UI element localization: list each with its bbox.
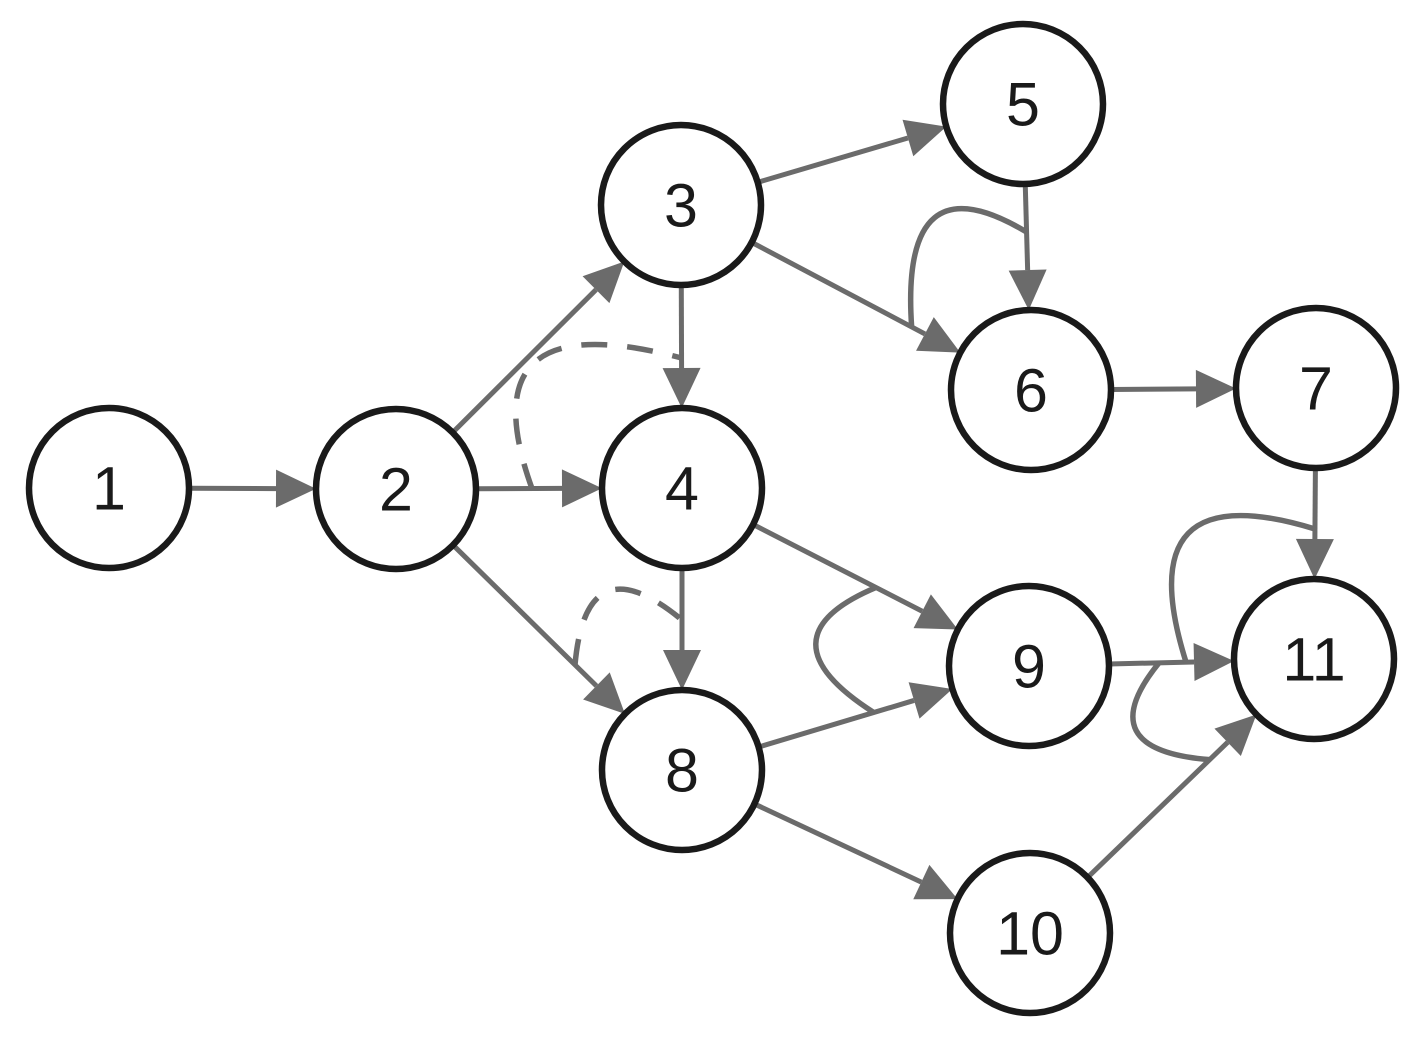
- node-circle-2: [312, 405, 480, 573]
- arrowhead-10-11: [1214, 714, 1257, 756]
- edge-4-9: [752, 522, 958, 630]
- join-arc-8-1-dashed: [572, 586, 684, 666]
- node-label-5: 5: [1006, 70, 1040, 138]
- node-label-2: 2: [379, 455, 413, 523]
- node-label-9: 9: [1012, 632, 1046, 700]
- node-circle-5: [939, 20, 1107, 188]
- node-circle-11: [1230, 575, 1398, 743]
- node-label-1: 1: [92, 454, 126, 522]
- node-3: 3: [597, 121, 765, 289]
- edge-10-11: [1085, 714, 1257, 880]
- arrowhead-7-11: [1295, 538, 1334, 580]
- arrowhead-2-4: [561, 469, 603, 508]
- node-6: 6: [947, 306, 1115, 474]
- node-2: 2: [312, 405, 480, 573]
- edge-6-7: [1110, 369, 1237, 408]
- node-5: 5: [939, 20, 1107, 188]
- node-circle-3: [597, 121, 765, 289]
- node-label-4: 4: [665, 454, 699, 522]
- edge-8-10: [753, 801, 958, 900]
- arrowhead-4-9: [913, 594, 958, 630]
- node-label-10: 10: [996, 899, 1064, 967]
- arrowhead-3-6: [916, 317, 961, 353]
- node-circle-6: [947, 306, 1115, 474]
- join-arc-9-3-solid: [813, 584, 878, 715]
- nodes-layer: 1 2 3 4 5 6 7 8 9 10 11: [25, 20, 1400, 1017]
- edge-2-8: [451, 543, 625, 714]
- node-circle-10: [946, 849, 1114, 1017]
- node-circle-4: [598, 404, 766, 572]
- node-8: 8: [598, 686, 766, 854]
- join-arc-11-4-solid: [1168, 512, 1316, 663]
- arrowhead-2-8: [583, 672, 625, 714]
- edge-3-6: [750, 240, 961, 353]
- node-circle-1: [25, 404, 193, 572]
- edge-4-8: [663, 568, 701, 690]
- edge-2-3: [450, 261, 625, 435]
- arrowhead-6-7: [1195, 369, 1237, 408]
- node-4: 4: [598, 404, 766, 572]
- arrowhead-1-2: [275, 469, 317, 508]
- arrowhead-8-10: [913, 864, 958, 900]
- edge-9-11: [1108, 642, 1235, 681]
- node-label-8: 8: [665, 736, 699, 804]
- node-11: 11: [1230, 575, 1398, 743]
- node-7: 7: [1232, 304, 1400, 472]
- edge-5-6: [1008, 183, 1047, 311]
- node-10: 10: [946, 849, 1114, 1017]
- node-circle-8: [598, 686, 766, 854]
- node-1: 1: [25, 404, 193, 572]
- join-arcs-layer: [513, 205, 1316, 763]
- node-label-6: 6: [1014, 356, 1048, 424]
- edge-3-5: [757, 119, 947, 185]
- arrowhead-3-5: [902, 119, 947, 157]
- edge-8-9: [757, 682, 953, 750]
- arrowhead-9-11: [1193, 642, 1235, 681]
- arrowhead-4-8: [663, 650, 701, 690]
- edges-layer: [188, 119, 1334, 900]
- arrowhead-3-4: [662, 367, 701, 409]
- join-arc-4-0-dashed: [513, 341, 683, 490]
- node-9: 9: [945, 582, 1113, 750]
- join-arc-6-2-solid: [907, 205, 1028, 328]
- arrowhead-8-9: [908, 682, 953, 719]
- node-circle-7: [1232, 304, 1400, 472]
- arrowhead-2-3: [582, 261, 625, 304]
- edge-2-4: [475, 469, 603, 508]
- node-label-3: 3: [664, 171, 698, 239]
- arrowhead-5-6: [1008, 269, 1047, 311]
- node-label-11: 11: [1282, 625, 1345, 693]
- node-circle-9: [945, 582, 1113, 750]
- edge-1-2: [188, 469, 317, 508]
- join-arc-11-5-solid: [1130, 661, 1210, 763]
- node-label-7: 7: [1299, 354, 1333, 422]
- edge-3-4: [662, 284, 701, 409]
